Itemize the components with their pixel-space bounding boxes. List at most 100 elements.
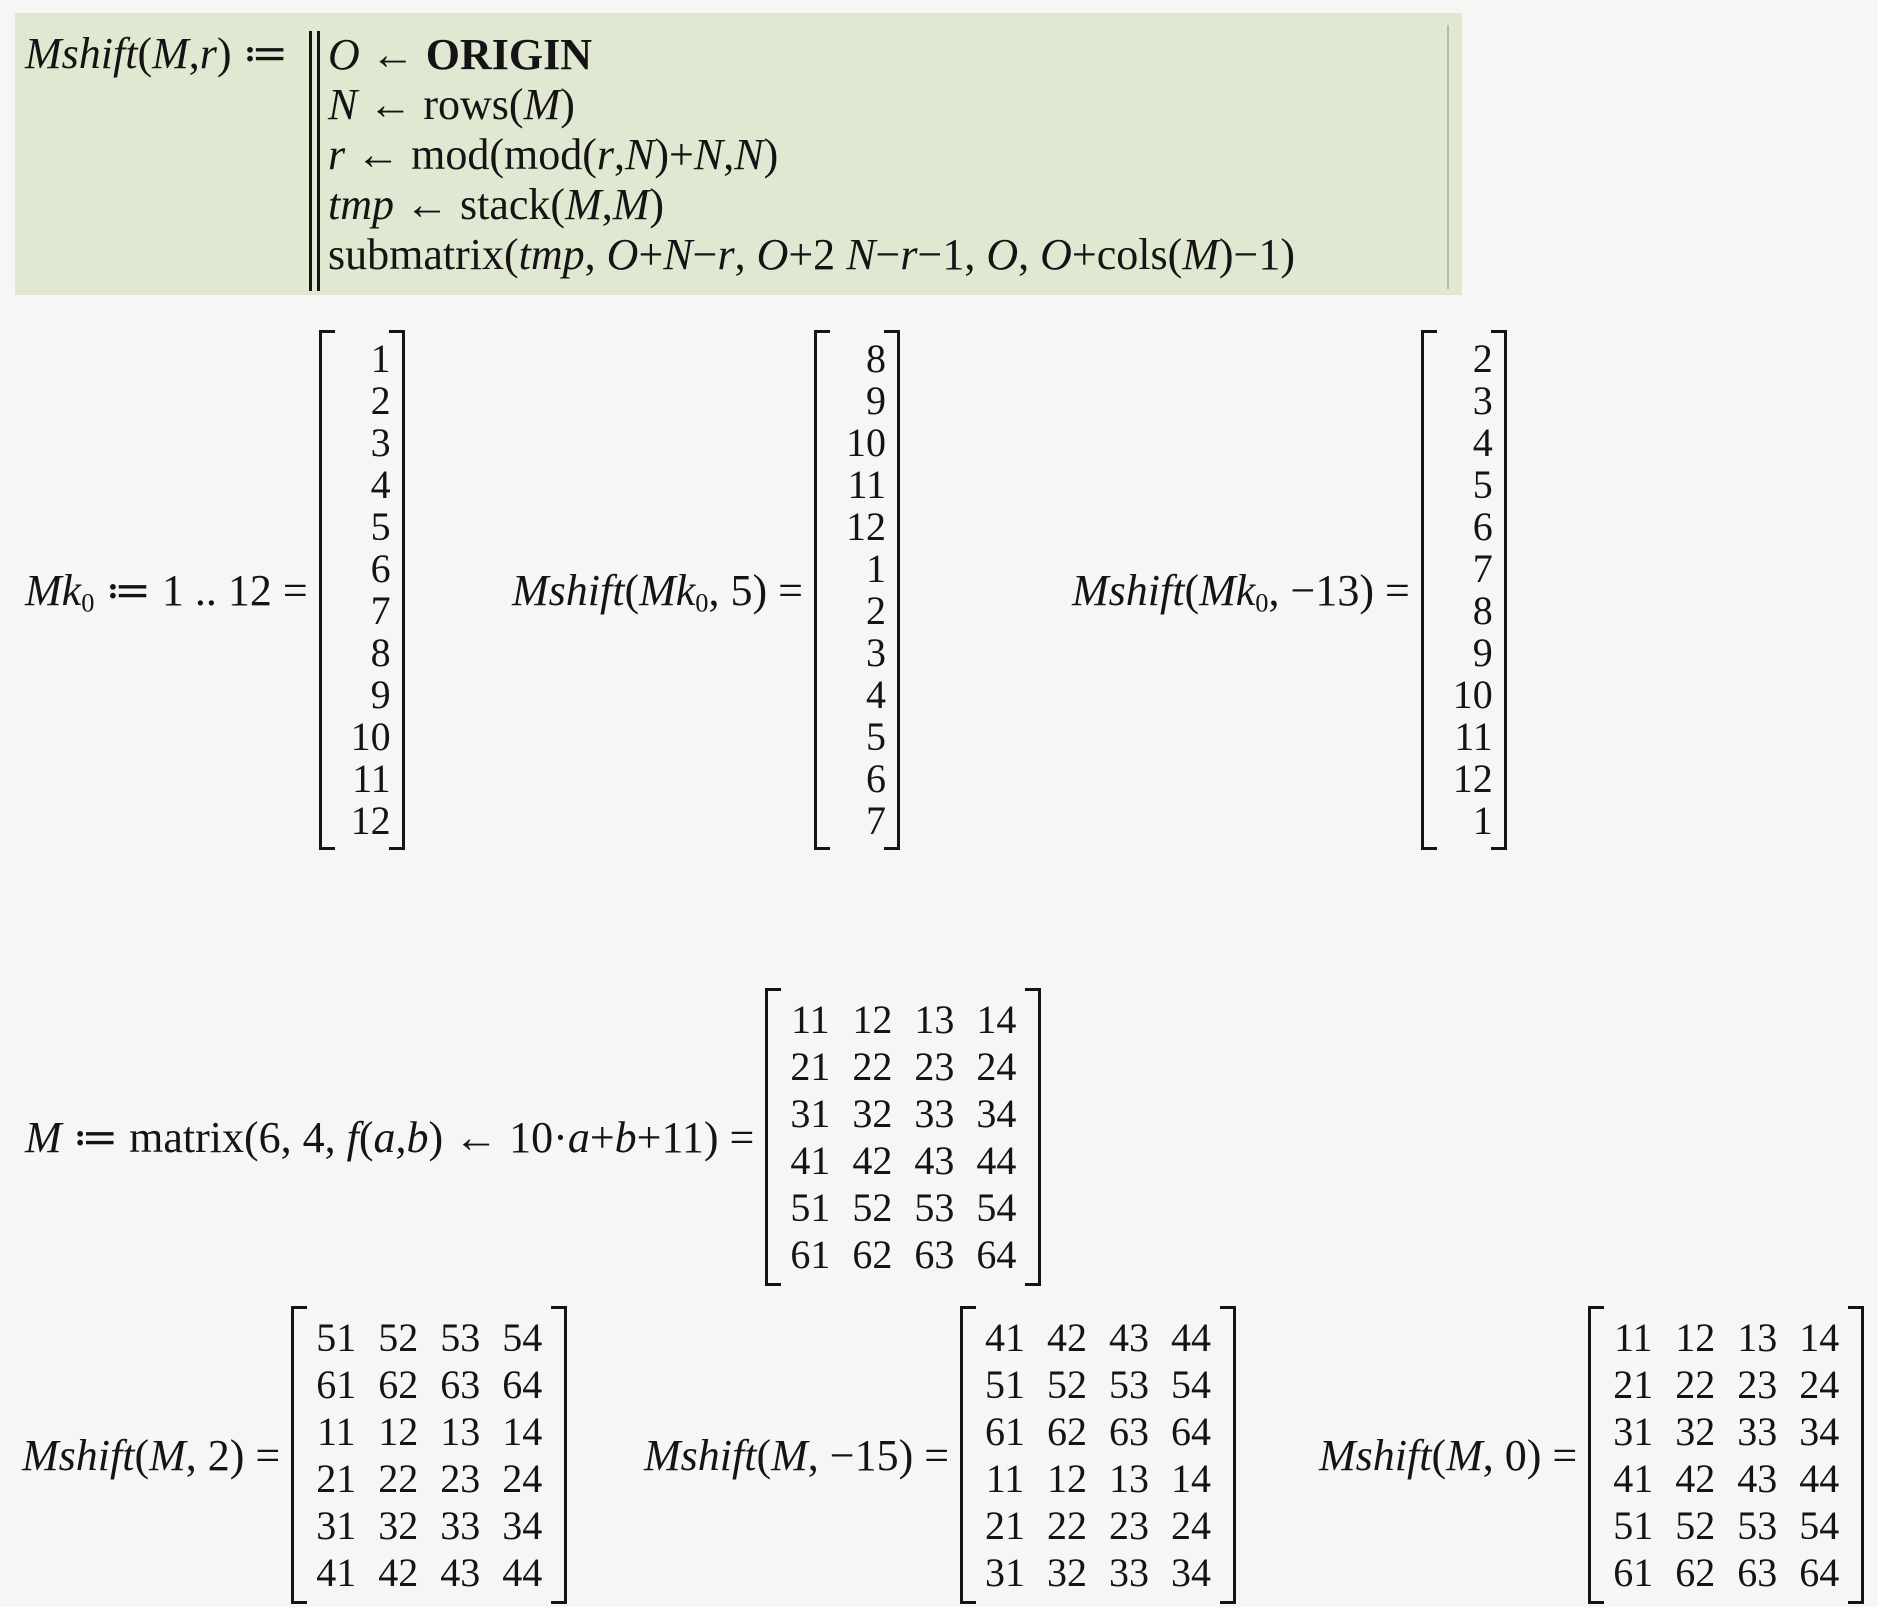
matrix-cell: 3 <box>370 420 391 465</box>
matrix-cell: 1 <box>1472 798 1493 843</box>
matrix-cell: 44 <box>976 1138 1017 1183</box>
matrix-cell: 24 <box>1171 1503 1212 1548</box>
matrix-cell: 6 <box>865 756 886 801</box>
math-token: , <box>188 29 200 78</box>
matrix-cell: 42 <box>852 1138 893 1183</box>
math-token: Mshift <box>1319 1430 1432 1480</box>
matrix-row: 7 <box>1435 548 1493 590</box>
program-line-submatrix: submatrix(tmp, O+N−r, O+2 N−r−1, O, O+co… <box>328 229 1295 279</box>
matrix-cell: 62 <box>1675 1550 1716 1595</box>
matrix-row: 9 <box>1435 632 1493 674</box>
math-token: ≔ <box>231 29 300 78</box>
math-token: ( <box>134 1430 150 1480</box>
matrix-cell: 14 <box>976 997 1017 1042</box>
matrix-cell: 52 <box>852 1185 893 1230</box>
math-token: M <box>149 1430 186 1480</box>
matrix-cell: 43 <box>440 1550 481 1595</box>
math-token: −1, <box>917 229 987 279</box>
math-token: 0 <box>81 587 95 618</box>
math-token: , <box>734 229 757 279</box>
math-token: r <box>717 229 735 279</box>
matrix-cell: 33 <box>1737 1409 1778 1454</box>
matrix-cell: 10 <box>845 420 886 465</box>
matrix-cell: 10 <box>1452 672 1493 717</box>
matrix-cell: 9 <box>865 378 886 423</box>
matrix-cell: 52 <box>1675 1503 1716 1548</box>
matrix-cell: 52 <box>378 1315 419 1360</box>
matrix-cell: 54 <box>1799 1503 1840 1548</box>
math-token: Mshift <box>1072 565 1185 615</box>
matrix-row: 4 <box>828 674 886 716</box>
math-token: M <box>1182 229 1219 279</box>
matrix-cell: 63 <box>1109 1409 1150 1454</box>
matrix-cell: 61 <box>316 1362 357 1407</box>
matrix-cell: 11 <box>1454 714 1493 759</box>
matrix-cell: 31 <box>1613 1409 1654 1454</box>
matrix-cell: 54 <box>502 1315 543 1360</box>
matrix-row: 8 <box>1435 590 1493 632</box>
math-token: N <box>663 229 693 279</box>
program-region-mshift-definition[interactable]: Mshift(M,r) ≔ O ← ORIGIN N ← rows(M) r ←… <box>15 13 1462 295</box>
matrix-cell: 44 <box>502 1550 543 1595</box>
math-token: M <box>523 79 561 129</box>
equation-label: Mshift(M, 0) = <box>1319 1430 1588 1481</box>
math-token: O <box>986 229 1019 279</box>
math-token: Mk <box>639 565 696 615</box>
equation-label: Mk0 ≔ 1 .. 12 = <box>25 565 319 616</box>
matrix-cell: 34 <box>502 1503 543 1548</box>
math-token: a <box>567 1112 590 1162</box>
matrix-row: 5 <box>828 716 886 758</box>
matrix-cell: 53 <box>440 1315 481 1360</box>
math-token: Mshift <box>644 1430 757 1480</box>
matrix-row: 12 <box>333 800 391 842</box>
matrix-row: 11 <box>828 464 886 506</box>
matrix-row: 7 <box>828 800 886 842</box>
program-lines: O ← ORIGIN N ← rows(M) r ← mod(mod(r,N)+… <box>328 29 1295 279</box>
math-token: ( <box>624 565 640 615</box>
matrix-cell: 22 <box>378 1456 419 1501</box>
math-token: , 0) = <box>1482 1430 1589 1480</box>
matrix-cell: 11 <box>791 997 830 1042</box>
matrix-cell: 32 <box>378 1503 419 1548</box>
matrix-row: 7 <box>333 590 391 632</box>
matrix-cell: 3 <box>1472 378 1493 423</box>
matrix-row: 4 <box>333 464 391 506</box>
program-line-mod: r ← mod(mod(r,N)+N,N) <box>328 129 1295 179</box>
equation-label: Mshift(Mk0, −13) = <box>1072 565 1421 616</box>
matrix-row: 2 <box>828 590 886 632</box>
math-token: , <box>614 129 626 179</box>
matrix-cell: 21 <box>790 1044 831 1089</box>
matrix-row: 4 <box>1435 422 1493 464</box>
math-token: a <box>373 1112 396 1162</box>
matrix-cell: 51 <box>316 1315 357 1360</box>
matrix-cell: 13 <box>914 997 955 1042</box>
matrix-cell: 62 <box>1047 1409 1088 1454</box>
matrix-cell: 32 <box>1675 1409 1716 1454</box>
math-token: O <box>1040 229 1072 279</box>
math-token: , 5) = <box>708 565 814 615</box>
math-token: r <box>328 129 346 179</box>
matrix-cell: 61 <box>1613 1550 1654 1595</box>
region-boundary-line <box>1447 25 1449 289</box>
equation-region-matrix-m-definition[interactable]: M ≔ matrix(6, 4, f(a,b) ← 10·a+b+11) = 1… <box>25 988 1042 1286</box>
math-token: Mshift <box>25 29 138 78</box>
matrix-cell: 12 <box>350 798 391 843</box>
matrix-cell: 12 <box>1047 1456 1088 1501</box>
program-line-origin: O ← ORIGIN <box>328 29 1295 79</box>
math-token: N <box>734 129 764 179</box>
matrix-cell: 41 <box>1613 1456 1654 1501</box>
math-token: , <box>395 1112 407 1162</box>
matrix-cell: 63 <box>440 1362 481 1407</box>
